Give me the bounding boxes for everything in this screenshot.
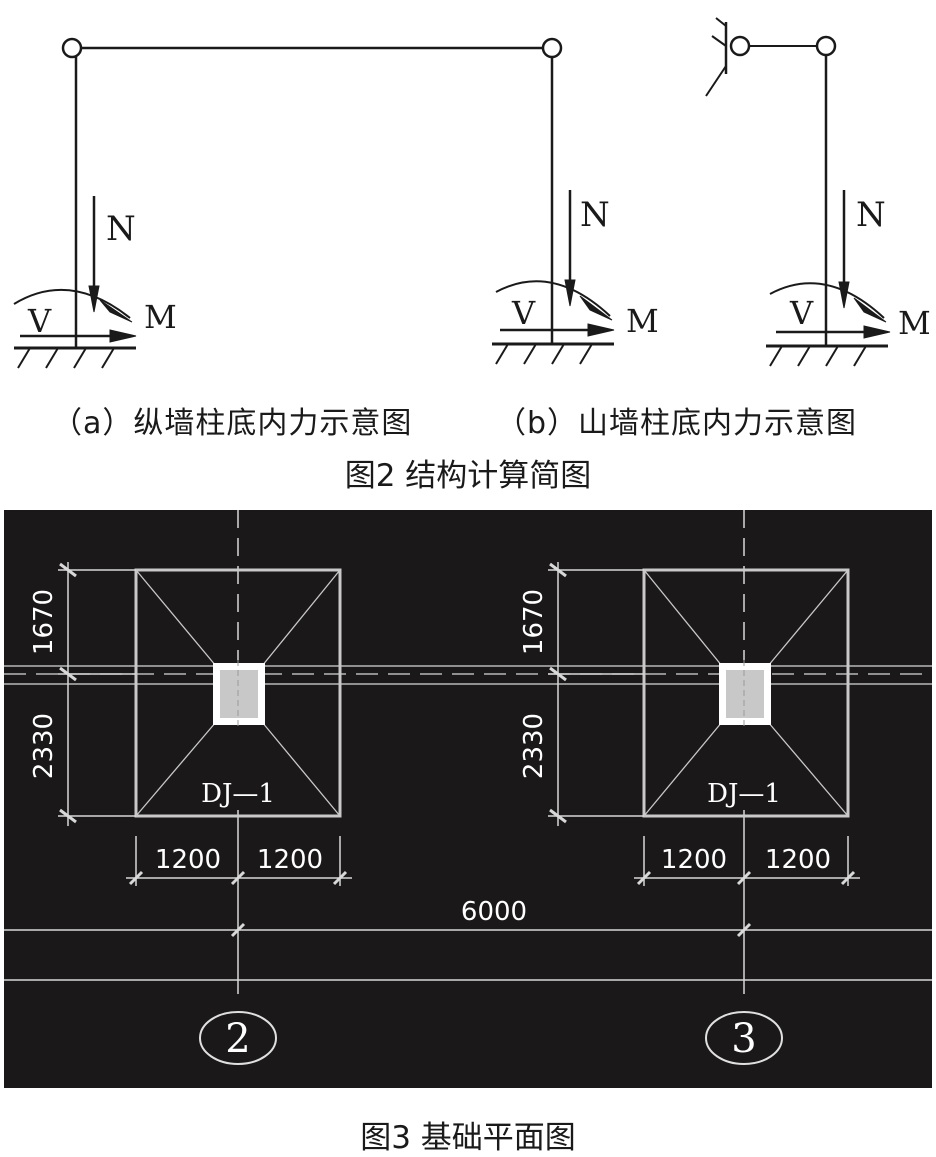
dim-vertical-axis3 xyxy=(548,562,644,826)
dim-2330-axis2: 2330 xyxy=(29,713,59,779)
figure-2-title: 图2 结构计算简图 xyxy=(344,458,592,494)
structural-diagram: N M V N M V xyxy=(13,17,931,369)
label-n-a-left: N xyxy=(106,209,136,249)
forces-a-right xyxy=(492,190,615,365)
dim-horizontal-axis2 xyxy=(126,836,352,886)
dim-1200-right-axis2: 1200 xyxy=(257,845,323,875)
foundation-label-axis2: DJ—1 xyxy=(201,779,275,809)
dim-2330-axis3: 2330 xyxy=(519,713,549,779)
label-v-b: V xyxy=(789,294,814,332)
foundation-dj1-axis2 xyxy=(134,568,342,818)
dim-1200-left-axis2: 1200 xyxy=(155,845,221,875)
foundation-plan: DJ—1 DJ—1 1670 2330 xyxy=(4,510,932,1088)
dim-6000: 6000 xyxy=(461,897,527,927)
label-m-a-right: M xyxy=(626,302,659,340)
frame-a xyxy=(61,37,563,348)
caption-a: （a）纵墙柱底内力示意图 xyxy=(52,406,413,441)
figure-3-title: 图3 基础平面图 xyxy=(360,1120,576,1156)
dim-vertical-axis2 xyxy=(58,562,136,826)
forces-a-left xyxy=(13,196,137,369)
dim-1200-left-axis3: 1200 xyxy=(661,845,727,875)
frame-b xyxy=(705,17,837,346)
forces-b xyxy=(766,190,891,367)
axis-label-2: 2 xyxy=(225,1016,250,1062)
foundation-dj1-axis3 xyxy=(642,568,850,818)
label-n-b: N xyxy=(856,195,886,235)
axis-label-3: 3 xyxy=(731,1016,756,1062)
label-v-a-left: V xyxy=(27,302,52,340)
label-n-a-right: N xyxy=(580,195,610,235)
foundation-label-axis3: DJ—1 xyxy=(707,779,781,809)
axis-bubble-2: 2 xyxy=(199,1011,277,1065)
dim-1670-axis3: 1670 xyxy=(519,589,549,655)
dim-1670-axis2: 1670 xyxy=(29,589,59,655)
label-m-a-left: M xyxy=(144,298,177,336)
label-v-a-right: V xyxy=(511,294,536,332)
dim-1200-right-axis3: 1200 xyxy=(765,845,831,875)
dim-horizontal-axis3 xyxy=(634,836,860,886)
label-m-b: M xyxy=(898,304,931,342)
caption-b: （b）山墙柱底内力示意图 xyxy=(496,406,858,441)
axis-bubble-3: 3 xyxy=(705,1011,783,1065)
dim-span xyxy=(230,922,752,938)
